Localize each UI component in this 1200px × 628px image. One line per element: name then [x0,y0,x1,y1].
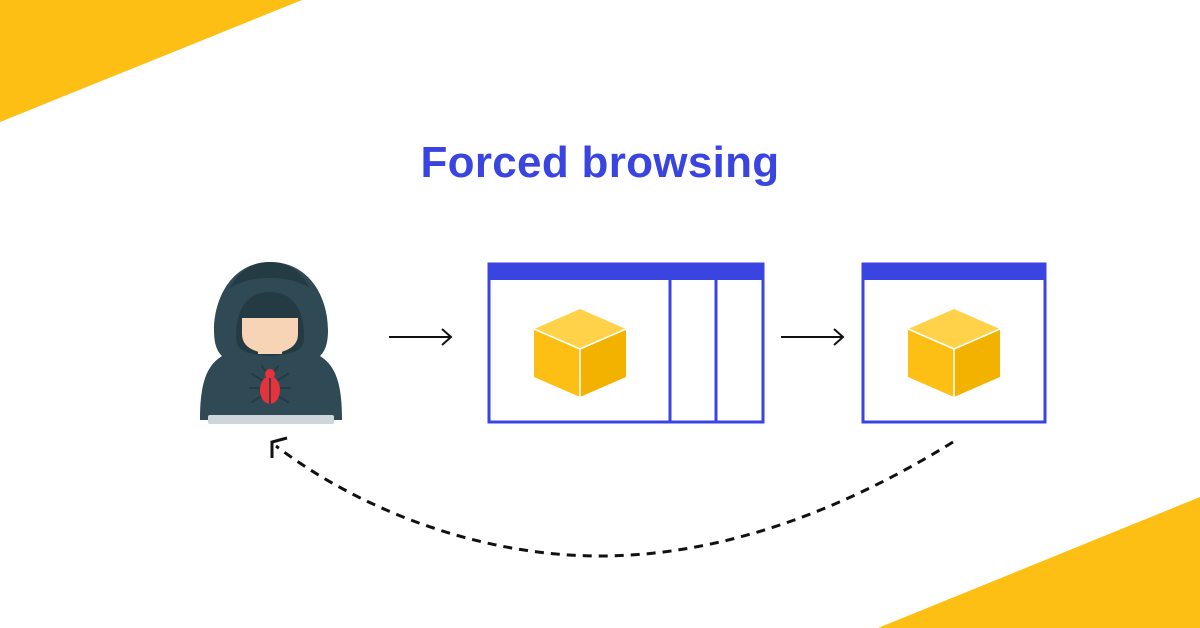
top-left-corner-shape [0,0,302,122]
hacker-icon [200,262,342,424]
arrow-to-first-window [389,328,453,346]
cube-icon [533,309,627,397]
dashed-return-arrow [270,436,954,558]
bottom-right-corner-shape [878,497,1200,628]
bug-icon [249,365,291,404]
cube-icon [907,309,1001,397]
arrow-to-second-window [781,328,845,346]
diagram-title: Forced browsing [420,138,780,187]
